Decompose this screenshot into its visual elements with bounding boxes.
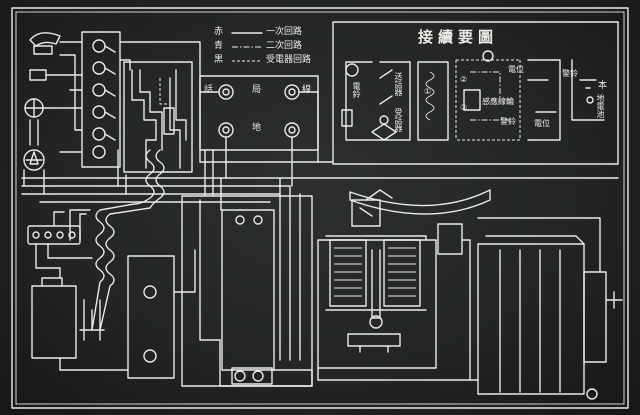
transmitter-icon	[29, 69, 71, 81]
earth-label: 本	[598, 81, 608, 91]
induction-coil-box	[123, 61, 193, 173]
strip-wire	[53, 211, 65, 227]
terminal-block-screws	[218, 84, 300, 138]
bell-base	[347, 333, 401, 353]
center-wires	[199, 149, 313, 387]
earth-sub-label: 地電池	[596, 94, 605, 118]
terminal-label-2: 局	[252, 85, 262, 95]
left-bell-label: 電鈴	[352, 82, 361, 98]
bell-gong	[349, 189, 491, 215]
terminal-label-4: 地	[252, 123, 262, 133]
battery-box	[31, 285, 77, 359]
cell-plates	[79, 299, 105, 341]
legend-label-3: 受電器回路	[266, 55, 312, 65]
bell-post	[437, 223, 463, 255]
battery-terminal	[41, 277, 63, 287]
left-wires	[23, 119, 45, 195]
magneto-generator	[477, 243, 585, 395]
plug-wires	[59, 249, 196, 371]
legend-label-1: 一次回路	[266, 27, 303, 37]
bell-bracket	[351, 199, 381, 227]
flexible-cord-b	[99, 149, 165, 331]
crank-shaft	[605, 291, 623, 309]
key-diagram-title: 接續要圖	[418, 28, 499, 46]
hook-switch-terminals	[92, 39, 116, 159]
plug-terminal-top	[143, 285, 157, 299]
key-schematic	[341, 50, 605, 141]
magneto-foot	[586, 388, 598, 400]
bell-right-label: 警鈴	[562, 69, 578, 78]
plug-terminal-bottom	[143, 349, 157, 363]
legend-color-2: 青	[214, 41, 224, 51]
terminal-block-wires	[199, 91, 319, 187]
condenser-block	[221, 209, 275, 371]
bus-lines	[21, 185, 291, 203]
circle-mark-1: ①	[424, 87, 432, 96]
terminal-label-1: 話	[204, 85, 214, 95]
receiver-label: 受話器	[394, 108, 403, 132]
center-panel	[181, 195, 313, 387]
receiver-hook-icon	[29, 32, 61, 55]
bell-left-label: 警鈴	[500, 117, 516, 126]
plug-panel	[127, 255, 175, 379]
bell-icon	[24, 98, 44, 118]
hook-wires	[42, 41, 83, 153]
terminal-label-3: 線	[302, 85, 312, 95]
magneto-side-frame	[583, 271, 607, 363]
armature-rod	[371, 249, 381, 319]
hook-switch-panel	[81, 31, 121, 168]
bottom-terminal-bar	[231, 367, 273, 385]
switch-b-label: 電位	[534, 119, 550, 128]
inner-border	[15, 11, 625, 405]
bell-coils	[329, 239, 421, 307]
legend-color-1: 赤	[214, 27, 224, 37]
coil-wires	[117, 41, 201, 195]
bell-outline	[317, 239, 437, 369]
send-key-label: 送話器	[394, 72, 403, 96]
circle-mark-3: ③	[460, 103, 468, 112]
armature-pivot	[369, 315, 383, 329]
terminal-screws	[32, 231, 76, 239]
outer-border	[11, 7, 629, 409]
flexible-cord-a	[91, 149, 155, 331]
coil-windings	[131, 69, 187, 169]
magneto-top	[485, 235, 585, 245]
lamp-icon	[23, 149, 45, 171]
magnet-bars	[499, 249, 561, 393]
legend-color-3: 黒	[214, 55, 224, 65]
terminal-strip	[27, 225, 81, 245]
key-diagram-frame	[332, 21, 619, 165]
strip-wires-low	[35, 243, 93, 279]
bell-hammer-arm	[359, 189, 393, 217]
magneto-wires	[469, 217, 601, 381]
coil-label: 感應線輪	[482, 97, 514, 106]
legend-label-2: 二次回路	[266, 41, 303, 51]
condenser-terminals	[234, 215, 264, 382]
circle-mark-2: ②	[460, 75, 468, 84]
switch-a-label: 電位	[508, 65, 524, 74]
bell-yoke	[325, 235, 427, 311]
